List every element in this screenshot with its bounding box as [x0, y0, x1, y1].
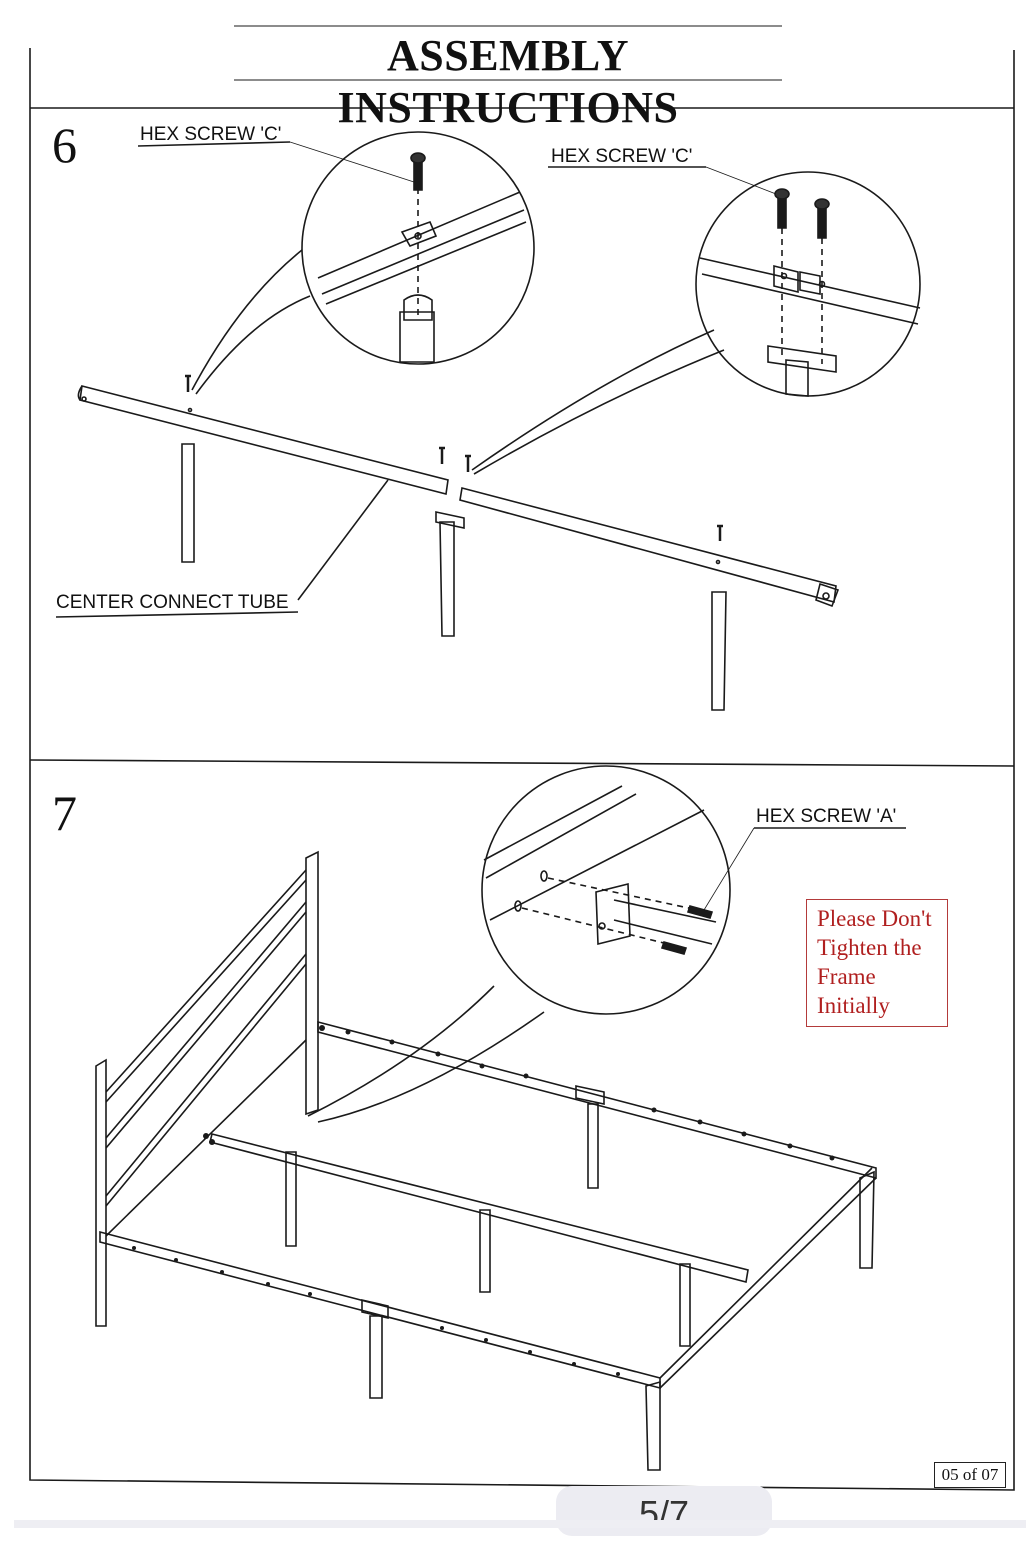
- foot-rail: [659, 1167, 877, 1389]
- page-number: 05 of 07: [934, 1462, 1006, 1488]
- zoom-rail-1: [317, 191, 527, 305]
- center-rail: [209, 1133, 749, 1283]
- step-number-6: 6: [52, 117, 77, 173]
- warning-line: Initially: [817, 993, 890, 1018]
- warning-note: Please Don't Tighten the Frame Initially: [806, 899, 948, 1027]
- leg-3: [711, 591, 727, 711]
- zoom-circle-1: [301, 131, 535, 365]
- headboard-left-post: [95, 1058, 107, 1327]
- leg-1: [181, 443, 195, 563]
- page-title: ASSEMBLY INSTRUCTIONS: [337, 31, 679, 132]
- headboard-right-post: [305, 850, 319, 1116]
- warning-line: Tighten the: [817, 935, 922, 960]
- step-number-7: 7: [52, 785, 77, 841]
- step-divider: [29, 759, 1015, 767]
- zoom-rail-2: [699, 257, 921, 325]
- warning-line: Frame: [817, 964, 876, 989]
- bracket: [595, 882, 631, 946]
- image-pager[interactable]: 5/7: [556, 1486, 772, 1536]
- right-rail: [459, 487, 837, 604]
- hex-screw-c-label-left: HEX SCREW 'C': [140, 124, 282, 145]
- viewer-bottom-bar: [14, 1520, 1026, 1528]
- page-border: [29, 48, 1015, 1491]
- side-rail-near: [99, 1230, 661, 1390]
- zoom-circle-3: [481, 765, 731, 1015]
- warning-line: Please Don't: [817, 906, 932, 931]
- hex-screw-c-label-right: HEX SCREW 'C': [551, 146, 693, 167]
- side-rail-far: [317, 1020, 877, 1180]
- leg-2: [439, 521, 455, 637]
- hex-screw-a-label: HEX SCREW 'A': [756, 806, 897, 827]
- center-connect-tube-label: CENTER CONNECT TUBE: [56, 592, 289, 613]
- left-rail: [79, 385, 449, 495]
